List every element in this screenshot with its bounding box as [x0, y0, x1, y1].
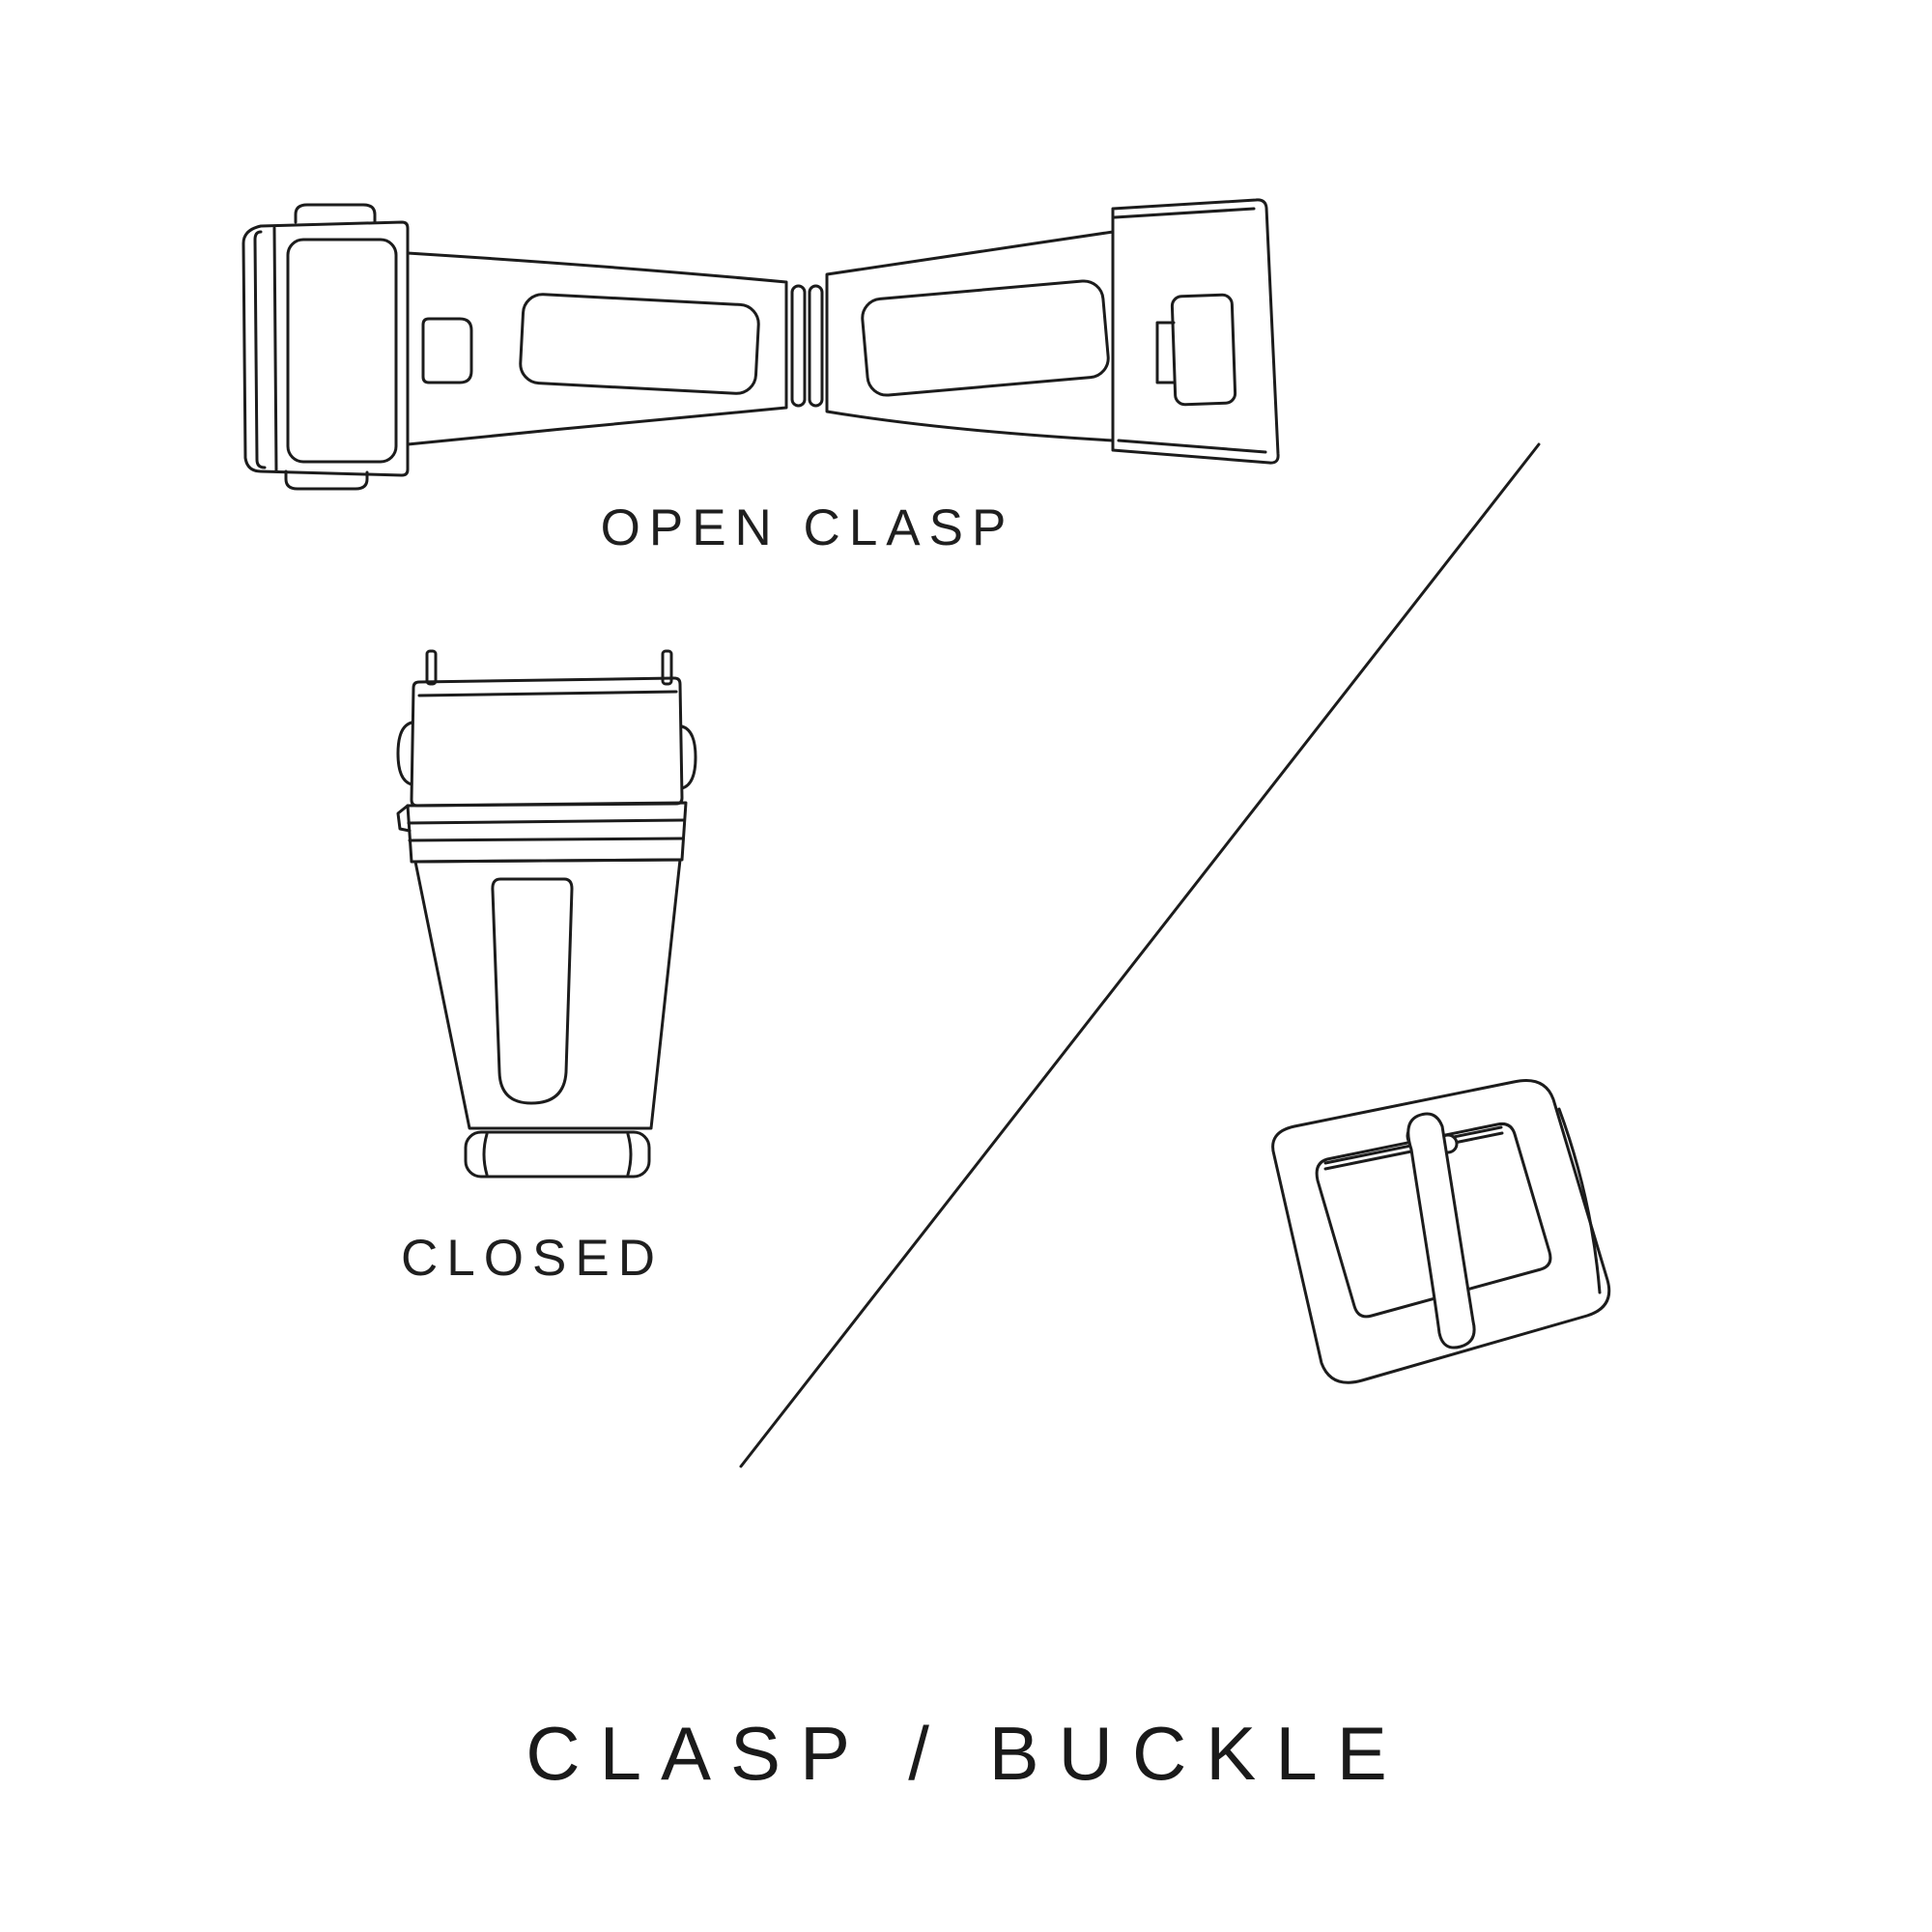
closed-clasp-cover: [410, 676, 684, 808]
closed-clasp-end-bar: [464, 1130, 651, 1179]
open-clasp-bottom-tab: [284, 469, 369, 491]
closed-clasp-prong-left: [425, 649, 438, 686]
open-clasp-keeper: [1170, 293, 1237, 407]
closed-clasp-fold-band: [406, 801, 688, 864]
open-clasp-top-tab: [294, 203, 377, 224]
open-clasp-right-arm: [825, 230, 1115, 442]
diagram-title: CLASP / BUCKLE: [526, 1711, 1406, 1796]
closed-clasp-illustration: [396, 649, 697, 1179]
buckle-prong: [1406, 1112, 1476, 1350]
buckle-illustration: [1271, 1079, 1611, 1384]
closed-clasp-prong-right: [661, 649, 673, 686]
open-clasp-label: OPEN CLASP: [600, 499, 1015, 556]
closed-clasp-label: CLOSED: [401, 1230, 664, 1287]
open-clasp-right-endlink: [1111, 198, 1280, 465]
open-clasp-release-notch: [421, 317, 473, 384]
diagonal-divider-line: [739, 442, 1541, 1468]
closed-clasp-side-tab-left: [396, 721, 413, 786]
open-clasp-hinge: [790, 284, 807, 408]
open-clasp-left-endlink: [242, 220, 410, 477]
closed-clasp-side-tab-right: [680, 724, 697, 790]
open-clasp-illustration: [242, 198, 1280, 491]
closed-clasp-body: [413, 858, 682, 1130]
open-clasp-left-arm: [406, 251, 788, 446]
closed-clasp-slot: [491, 877, 574, 1105]
